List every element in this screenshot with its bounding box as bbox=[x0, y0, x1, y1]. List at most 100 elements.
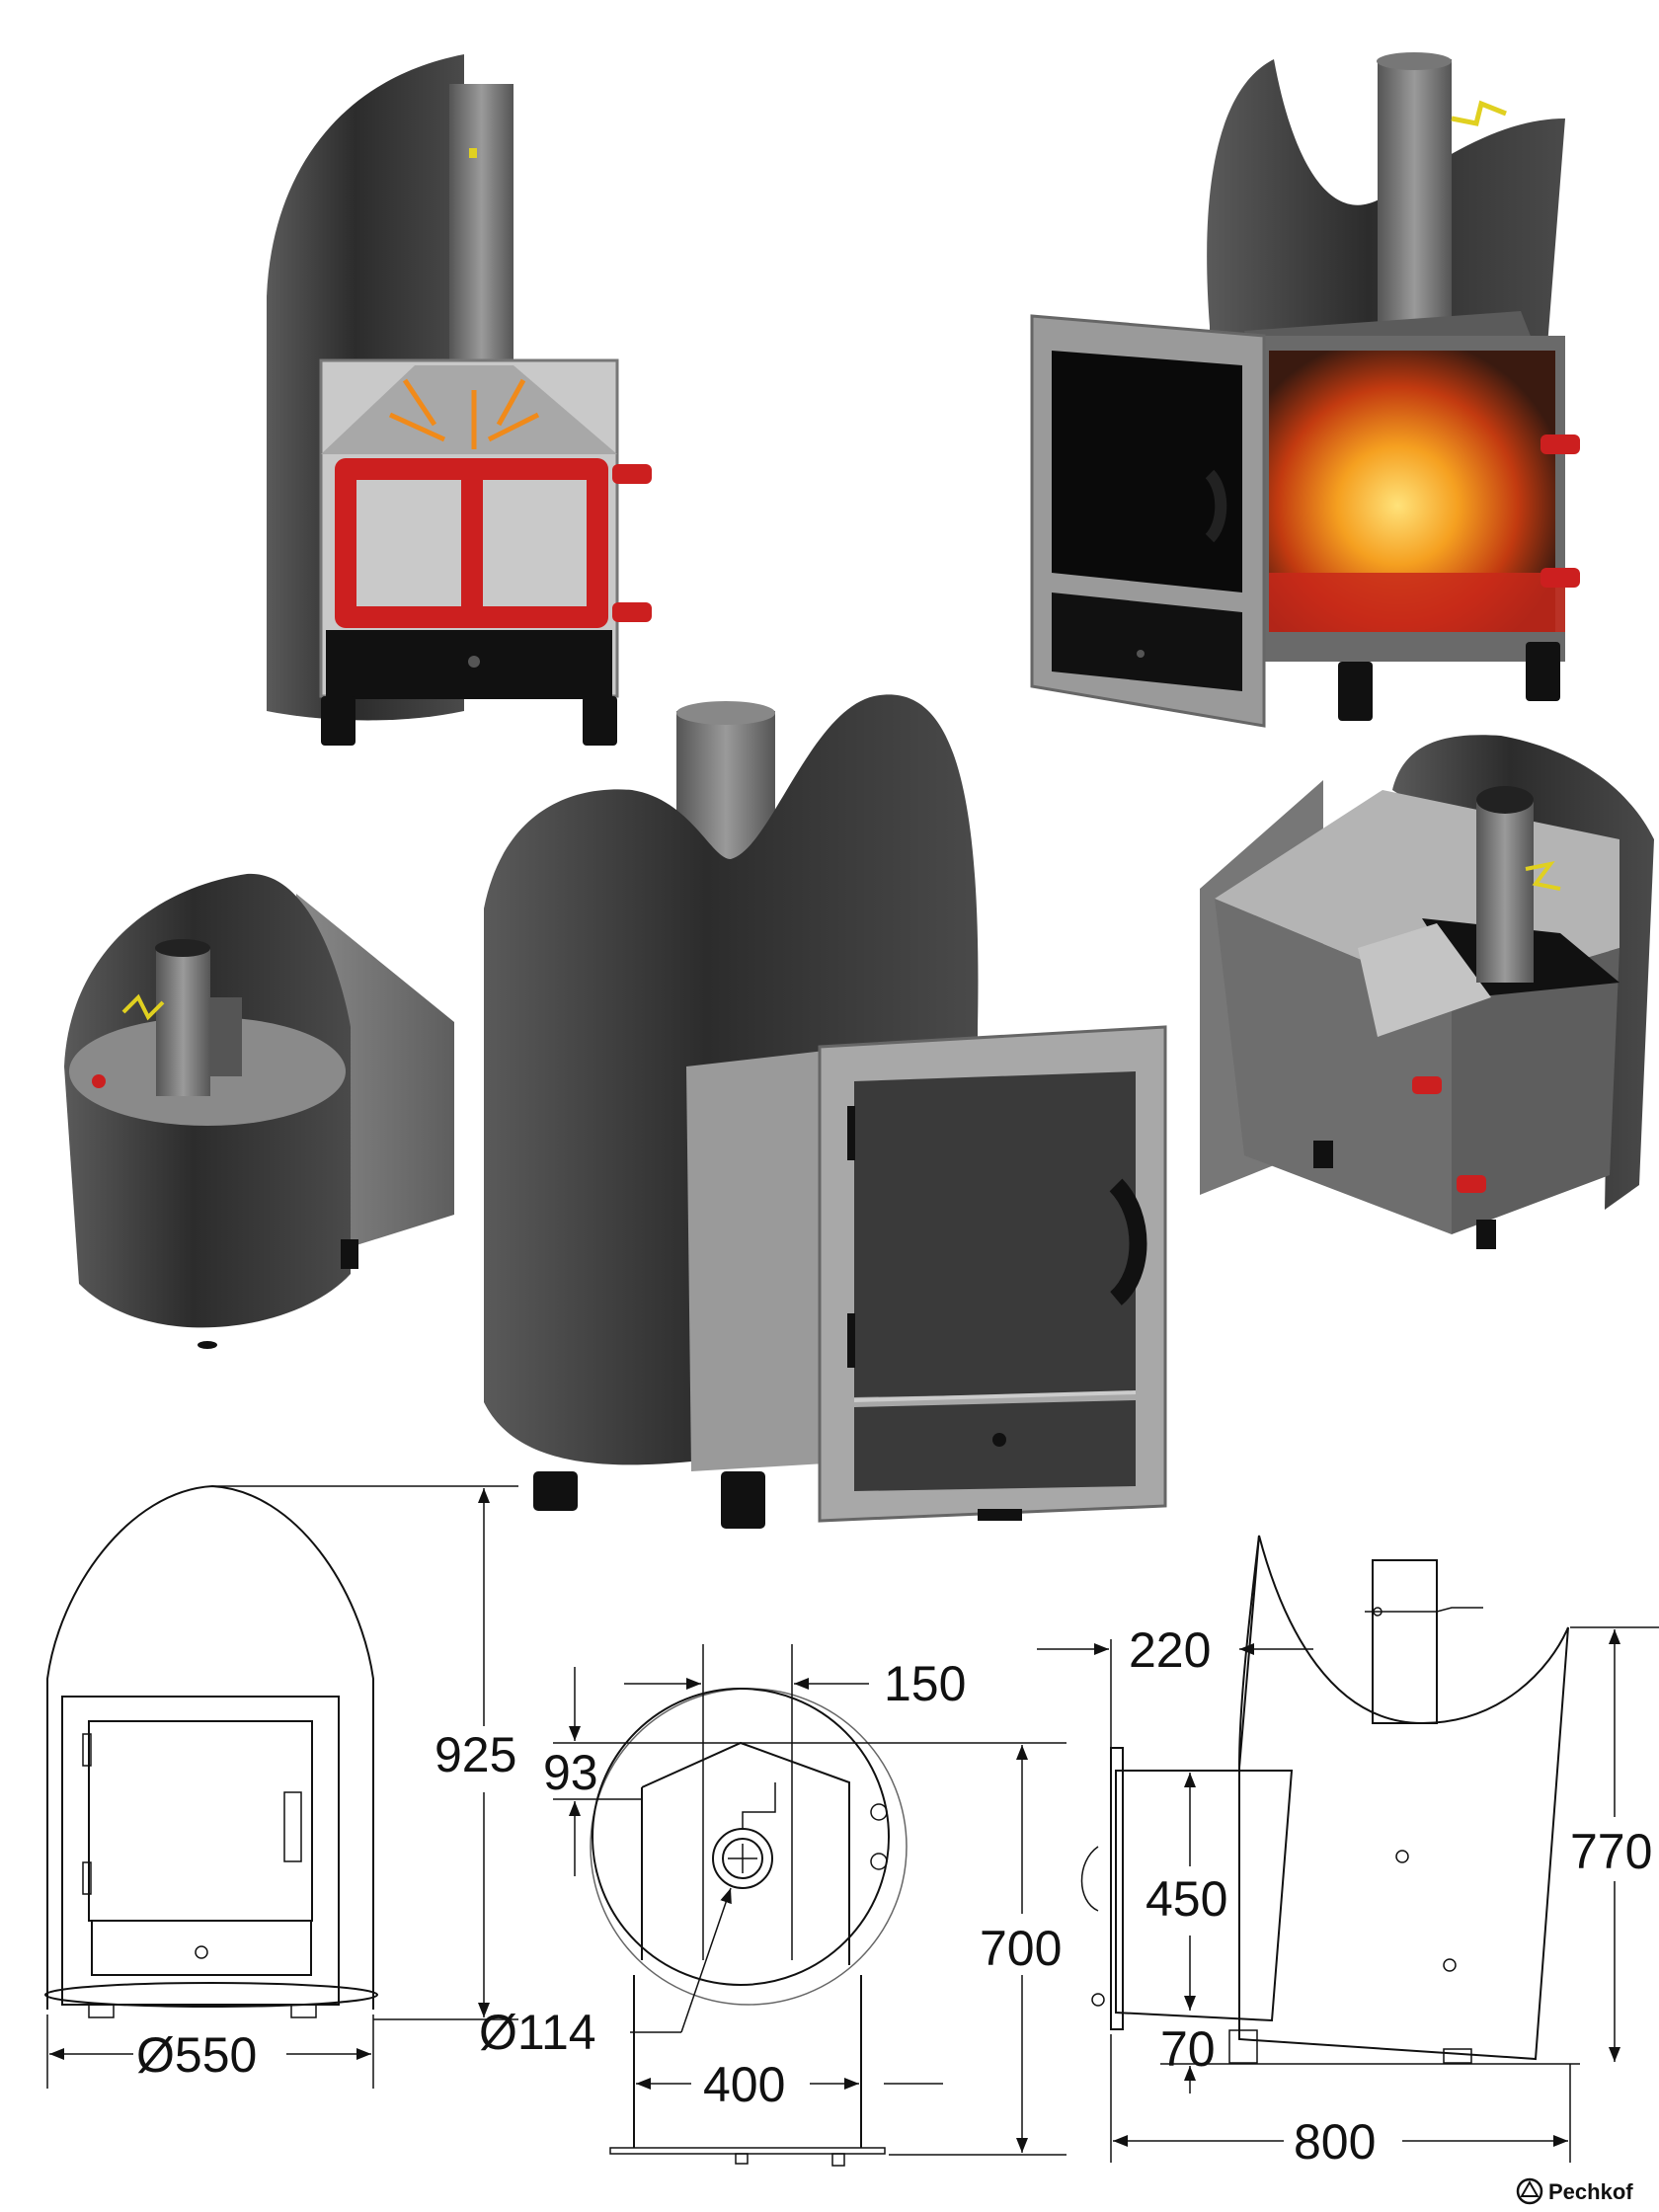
door-panel bbox=[854, 1071, 1136, 1397]
main-view bbox=[484, 694, 1167, 1529]
logo-icon bbox=[1516, 2177, 1543, 2205]
firebox-outline bbox=[1115, 1770, 1294, 2022]
ash-drawer-outline bbox=[91, 1920, 312, 1976]
leg bbox=[721, 1471, 765, 1529]
height-dimension: 925 bbox=[212, 1485, 518, 2020]
firebox-width-label: 400 bbox=[703, 2057, 785, 2112]
leg bbox=[1338, 662, 1373, 721]
side-elevation-drawing: 220 450 70 770 800 bbox=[1037, 1535, 1659, 2170]
hot-hearth bbox=[1269, 573, 1565, 632]
door-glass bbox=[1052, 351, 1242, 592]
chimney-pipe bbox=[156, 948, 210, 1096]
chimney-offset-label: 150 bbox=[884, 1656, 966, 1711]
leg bbox=[198, 1341, 217, 1349]
water-outlet-top bbox=[1540, 434, 1580, 454]
door-height-label: 450 bbox=[1146, 1871, 1227, 1927]
fire-view-open-door bbox=[1030, 52, 1580, 728]
base-fitting bbox=[831, 2153, 845, 2167]
flue-inner-circle bbox=[722, 1838, 763, 1879]
damper-outline bbox=[1365, 1607, 1483, 1613]
outlet-outline bbox=[870, 1803, 888, 1821]
rear-view bbox=[64, 873, 454, 1349]
chimney-opening bbox=[155, 939, 210, 957]
diameter-label: Ø550 bbox=[136, 2027, 257, 2083]
water-outlet-bottom bbox=[1540, 568, 1580, 588]
shell-outline bbox=[46, 1484, 374, 2010]
yellow-fitting bbox=[469, 148, 477, 158]
hinge-outline bbox=[82, 1861, 92, 1895]
ash-drawer-knob bbox=[992, 1433, 1006, 1447]
hinge-outline bbox=[82, 1733, 92, 1767]
plan-view-drawing: 150 93 Ø114 400 700 bbox=[479, 1644, 1066, 2167]
door-handle bbox=[1109, 1178, 1147, 1305]
ash-drawer-knob bbox=[468, 656, 480, 668]
base-fitting bbox=[735, 2153, 749, 2165]
side-top-view bbox=[1200, 735, 1654, 1249]
brand-logo: Pechkof bbox=[1516, 2177, 1633, 2205]
shell-curve bbox=[1238, 1535, 1260, 1769]
drawer-divider bbox=[853, 1390, 1137, 1402]
door-outline bbox=[88, 1720, 313, 1922]
yellow-fitting bbox=[1525, 861, 1561, 891]
leg bbox=[1526, 642, 1560, 701]
leg-outline bbox=[290, 2004, 317, 2018]
ash-drawer bbox=[854, 1400, 1136, 1491]
outer-circle bbox=[590, 1688, 908, 2006]
logo-icon bbox=[1520, 2179, 1540, 2197]
leg-outline bbox=[88, 2004, 115, 2018]
water-outlet-bottom bbox=[612, 602, 652, 622]
outlet-outline bbox=[1443, 1958, 1457, 1972]
chimney-pipe bbox=[1378, 59, 1452, 336]
door-knob bbox=[1137, 650, 1145, 658]
chimney-pipe bbox=[1476, 800, 1534, 983]
door-hinge bbox=[847, 1313, 855, 1368]
shell-circle bbox=[592, 1688, 890, 1986]
shell-offset-label: 220 bbox=[1129, 1622, 1211, 1678]
yellow-fitting bbox=[1451, 100, 1507, 126]
door-handle-outline bbox=[283, 1791, 302, 1862]
knob-outline bbox=[195, 1945, 208, 1959]
heat-rays bbox=[388, 378, 540, 449]
firebox-hood bbox=[321, 365, 617, 454]
red-fitting bbox=[92, 1074, 106, 1088]
water-outlet-top bbox=[612, 464, 652, 484]
door-outline bbox=[1110, 1747, 1124, 2030]
base-plate bbox=[609, 2147, 886, 2155]
side-height-label: 770 bbox=[1570, 1824, 1652, 1879]
leg-outline bbox=[1443, 2048, 1472, 2064]
damper-pivot bbox=[1373, 1607, 1382, 1617]
leader-line bbox=[680, 1887, 732, 2033]
leg bbox=[1313, 1141, 1333, 1168]
body-outline bbox=[61, 1696, 340, 2006]
brand-name: Pechkof bbox=[1548, 2179, 1633, 2204]
leg bbox=[533, 1471, 578, 1511]
chimney-opening bbox=[1377, 52, 1452, 70]
top-offset-label: 93 bbox=[543, 1745, 598, 1800]
front-elevation-drawing: Ø550 bbox=[44, 1484, 378, 2089]
base-ring bbox=[44, 1982, 378, 2008]
leg bbox=[583, 696, 617, 746]
knob-outline bbox=[1091, 1993, 1105, 2007]
door-hinge bbox=[847, 1106, 855, 1160]
water-outlet-top bbox=[1412, 1076, 1442, 1094]
water-tube-frame bbox=[335, 458, 608, 628]
firebox-side bbox=[686, 1047, 859, 1471]
outlet-outline bbox=[870, 1853, 888, 1870]
leg-outline bbox=[1228, 2029, 1258, 2064]
leg bbox=[978, 1509, 1022, 1521]
flue-diameter-label: Ø114 bbox=[479, 2005, 596, 2060]
hopper-plate bbox=[1358, 923, 1491, 1037]
water-outlet-bottom bbox=[1457, 1175, 1486, 1193]
firebox-outline bbox=[641, 1741, 850, 1965]
yellow-fitting bbox=[121, 993, 165, 1021]
leg bbox=[321, 696, 356, 746]
outlet-outline bbox=[1395, 1850, 1409, 1863]
chimney-opening bbox=[676, 701, 775, 725]
door-handle bbox=[1205, 469, 1227, 543]
leg bbox=[1476, 1220, 1496, 1249]
chimney-pipe bbox=[449, 84, 514, 380]
box-side bbox=[1452, 948, 1620, 1234]
leg bbox=[341, 1239, 358, 1269]
cutaway-view-water-jacket bbox=[267, 54, 652, 746]
